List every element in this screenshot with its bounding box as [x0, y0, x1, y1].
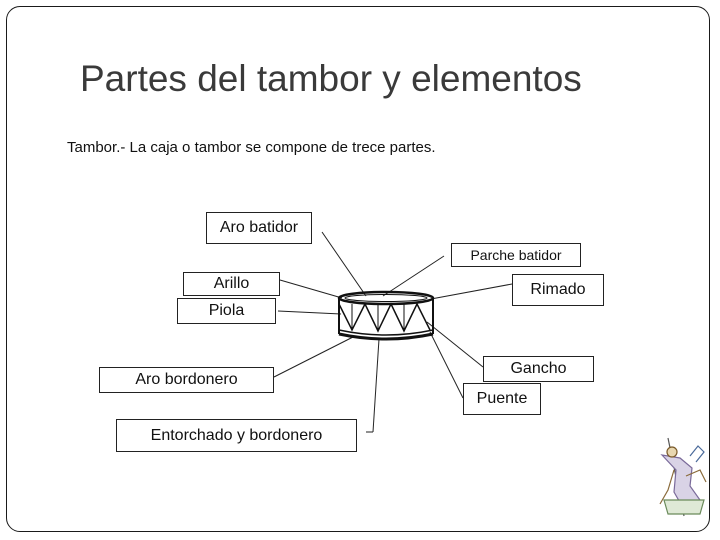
connector-aro-batidor — [321, 231, 367, 297]
musician-figure-icon — [659, 437, 707, 517]
label-rimado: Rimado — [512, 274, 604, 306]
connector-entorchado — [372, 338, 380, 433]
label-parche-batidor: Parche batidor — [451, 243, 581, 267]
label-entorchado: Entorchado y bordonero — [116, 419, 357, 452]
slide-frame — [6, 6, 710, 532]
slide-title: Partes del tambor y elementos — [80, 58, 582, 99]
connector-aro-bordonero — [273, 335, 356, 378]
connector-puente — [429, 331, 464, 399]
connector-piola — [277, 310, 342, 315]
connector-gancho — [426, 321, 484, 368]
label-arillo: Arillo — [183, 272, 280, 296]
label-aro-bordonero: Aro bordonero — [99, 367, 274, 393]
label-aro-batidor: Aro batidor — [206, 212, 312, 244]
connector-parche-batidor — [382, 255, 445, 297]
snare-drum-icon — [337, 290, 435, 341]
slide-subtitle: Tambor.- La caja o tambor se compone de … — [67, 139, 436, 156]
connector-arillo — [279, 279, 343, 299]
label-piola: Piola — [177, 298, 276, 324]
label-puente: Puente — [463, 383, 541, 415]
connector-rimado — [430, 283, 513, 300]
label-gancho: Gancho — [483, 356, 594, 382]
